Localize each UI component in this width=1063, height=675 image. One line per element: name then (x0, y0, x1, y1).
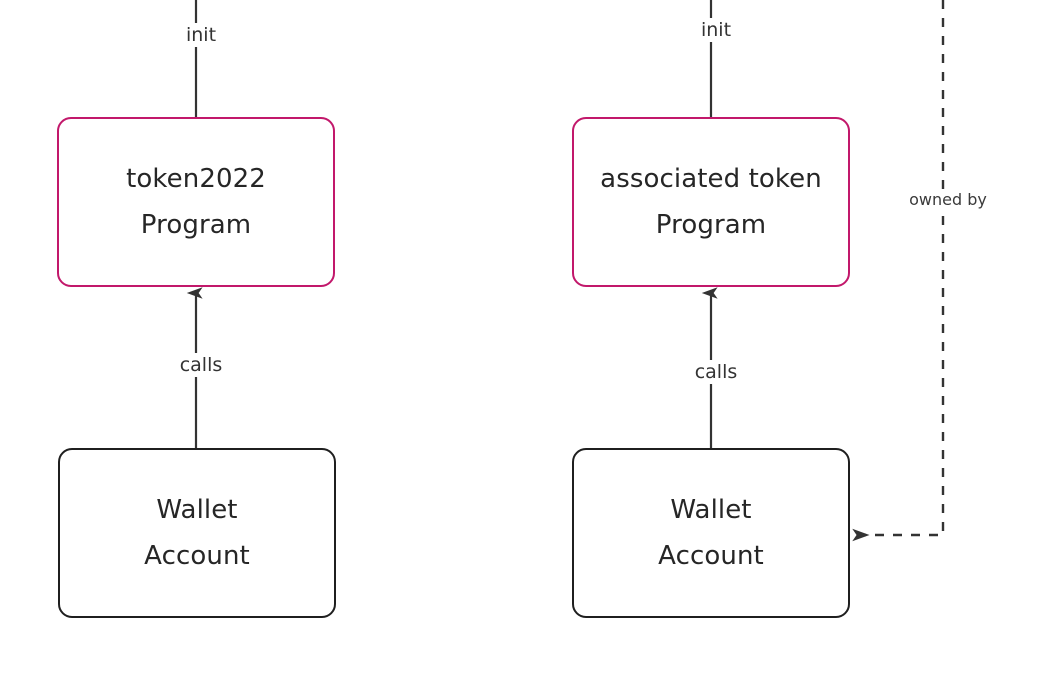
edge-label-init-right: init (684, 18, 748, 42)
node-wallet-account-left[interactable]: Wallet Account (58, 448, 336, 618)
node-label-line1: Wallet (156, 495, 238, 525)
edge-owned-by (852, 0, 945, 542)
node-label-line2: Program (655, 210, 767, 240)
node-token2022-program[interactable]: token2022 Program (57, 117, 335, 287)
node-label-line2: Program (140, 210, 252, 240)
edge-label-calls-left: calls (163, 353, 239, 377)
node-associated-token-program[interactable]: associated token Program (572, 117, 850, 287)
node-label-line1: token2022 (126, 164, 266, 194)
node-label-line2: Account (144, 541, 250, 571)
edge-label-calls-right: calls (678, 360, 754, 384)
node-label-line1: Wallet (670, 495, 752, 525)
node-label-line2: Account (658, 541, 764, 571)
edge-label-init-left: init (169, 23, 233, 47)
edge-label-owned-by: owned by (888, 189, 1008, 210)
node-label-line1: associated token (600, 164, 822, 194)
node-wallet-account-right[interactable]: Wallet Account (572, 448, 850, 618)
